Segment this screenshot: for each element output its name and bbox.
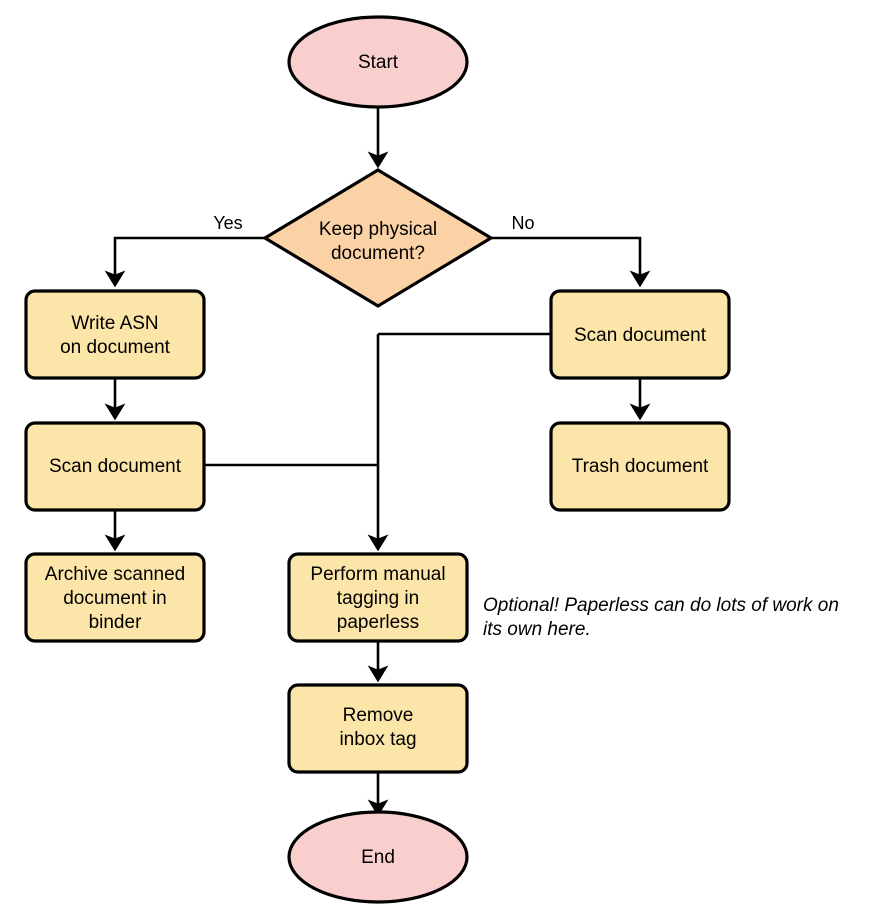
- node-manual-tagging[interactable]: Perform manual tagging in paperless: [287, 552, 469, 643]
- end-terminator-shape[interactable]: [287, 810, 469, 904]
- node-remove-inbox-tag[interactable]: Remove inbox tag: [287, 683, 469, 774]
- edge-label-yes: Yes: [213, 213, 242, 233]
- scan-right-label: Scan document: [574, 325, 707, 346]
- node-scan-document-left[interactable]: Scan document: [24, 421, 206, 512]
- scan-left-box-shape[interactable]: [24, 421, 206, 512]
- node-end[interactable]: End: [287, 810, 469, 904]
- trash-box-shape[interactable]: [549, 421, 731, 512]
- node-keep-physical-document-decision[interactable]: Keep physical document?: [261, 168, 495, 308]
- node-start[interactable]: Start: [287, 15, 469, 109]
- edges-layer: [104, 104, 651, 817]
- edge-label-no: No: [511, 213, 534, 233]
- decision-label-line2: document?: [331, 243, 425, 264]
- archive-label-line1: Archive scanned: [45, 564, 185, 585]
- scan-left-label: Scan document: [49, 456, 182, 477]
- manual-tagging-box-shape[interactable]: [287, 552, 469, 643]
- decision-label-line1: Keep physical: [319, 219, 437, 240]
- node-trash-document[interactable]: Trash document: [549, 421, 731, 512]
- scan-right-box-shape[interactable]: [549, 289, 731, 380]
- write-asn-box-shape[interactable]: [24, 289, 206, 380]
- start-terminator-shape[interactable]: [287, 15, 469, 109]
- archive-label-line3: binder: [89, 612, 142, 633]
- remove-inbox-label-line2: inbox tag: [339, 729, 416, 750]
- edge-decision-to-write-asn: [104, 236, 265, 288]
- start-label: Start: [358, 52, 399, 73]
- end-label: End: [361, 847, 395, 868]
- write-asn-label-line2: on document: [60, 337, 171, 358]
- optional-note: Optional! Paperless can do lots of work …: [483, 595, 839, 640]
- node-scan-document-right[interactable]: Scan document: [549, 289, 731, 380]
- remove-inbox-box-shape[interactable]: [287, 683, 469, 774]
- decision-diamond-shape[interactable]: [261, 168, 495, 308]
- optional-note-line1: Optional! Paperless can do lots of work …: [483, 595, 839, 616]
- write-asn-label-line1: Write ASN: [71, 313, 158, 334]
- remove-inbox-label-line1: Remove: [343, 705, 414, 726]
- manual-tagging-label-line2: tagging in: [337, 588, 419, 609]
- archive-box-shape[interactable]: [24, 552, 206, 643]
- node-write-asn[interactable]: Write ASN on document: [24, 289, 206, 380]
- manual-tagging-label-line3: paperless: [337, 612, 419, 633]
- optional-note-line2: its own here.: [483, 619, 591, 640]
- manual-tagging-label-line1: Perform manual: [310, 564, 445, 585]
- edge-labels-layer: Yes No: [213, 213, 534, 233]
- archive-label-line2: document in: [63, 588, 167, 609]
- node-archive-scanned-document[interactable]: Archive scanned document in binder: [24, 552, 206, 643]
- trash-label: Trash document: [572, 456, 709, 477]
- edge-decision-to-scan-right: [491, 236, 651, 288]
